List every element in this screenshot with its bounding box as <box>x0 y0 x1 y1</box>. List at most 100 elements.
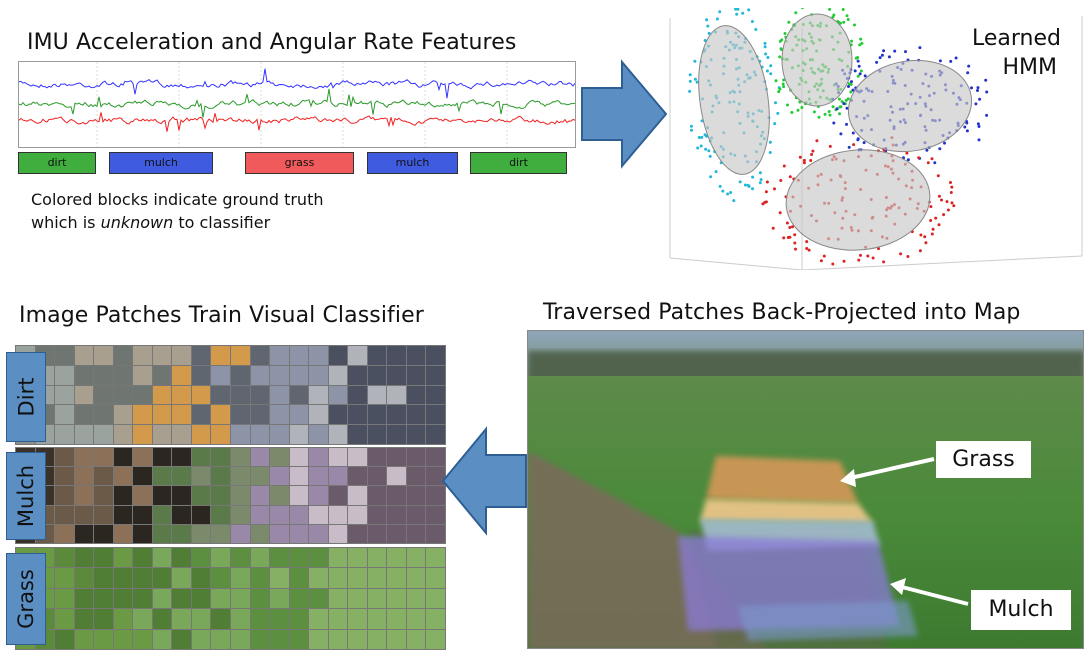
ground-truth-block-dirt: dirt <box>18 152 96 174</box>
hmm-point <box>768 151 772 154</box>
image-patch <box>152 448 172 467</box>
hmm-point <box>779 47 783 51</box>
callout-grass: Grass <box>936 441 1031 478</box>
image-patch <box>309 365 328 385</box>
image-patch <box>211 629 230 649</box>
hmm-point <box>831 105 835 109</box>
image-patch <box>74 568 94 588</box>
image-patch <box>426 425 445 444</box>
hmm-point <box>718 184 722 188</box>
image-patch <box>367 385 387 405</box>
image-patch <box>426 548 445 568</box>
hmm-point <box>851 131 855 135</box>
image-patch <box>367 524 387 543</box>
image-patch <box>270 609 289 629</box>
image-patch <box>133 629 152 649</box>
hmm-point <box>923 235 927 239</box>
hmm-point <box>765 180 769 184</box>
tab-label: Dirt <box>14 377 38 417</box>
imu-signal-line <box>18 68 576 99</box>
caption-line-2: which is unknown to classifier <box>31 211 323 234</box>
hmm-point <box>774 79 778 83</box>
hmm-point <box>842 102 846 106</box>
image-patch <box>426 467 445 486</box>
image-patch <box>172 548 191 568</box>
image-patch <box>211 385 230 405</box>
caption-emphasis: unknown <box>100 213 174 232</box>
hmm-point <box>741 11 745 15</box>
hmm-point <box>950 185 954 189</box>
image-patch <box>152 467 172 486</box>
image-patch <box>348 385 367 405</box>
hmm-point <box>882 49 886 53</box>
hmm-point <box>875 60 879 64</box>
hmm-gaussian-ellipse <box>785 149 931 251</box>
ground-truth-caption: Colored blocks indicate ground truth whi… <box>31 188 323 234</box>
hmm-point <box>817 115 821 119</box>
image-patch <box>74 524 94 543</box>
hmm-point <box>837 97 841 101</box>
hmm-point <box>815 139 819 143</box>
image-patch <box>230 405 250 425</box>
hmm-point <box>905 151 909 155</box>
hmm-point <box>933 161 937 165</box>
hmm-point <box>963 125 967 129</box>
image-patch <box>367 346 387 365</box>
tab-dirt: Dirt <box>6 352 46 442</box>
image-patch <box>55 629 74 649</box>
image-patch <box>348 568 367 588</box>
image-patch <box>367 365 387 385</box>
image-patch <box>406 486 426 505</box>
image-patch <box>387 548 406 568</box>
image-patch <box>250 425 270 444</box>
image-patch <box>426 448 445 467</box>
image-patch <box>426 505 445 524</box>
image-patch <box>270 505 289 524</box>
hmm-point <box>856 59 860 63</box>
map-title: Traversed Patches Back-Projected into Ma… <box>543 300 1021 325</box>
hmm-point <box>690 128 693 132</box>
image-patch <box>133 448 152 467</box>
image-patch <box>328 609 348 629</box>
hmm-point <box>918 249 922 253</box>
hmm-point <box>839 132 843 136</box>
image-patch <box>94 588 113 609</box>
hmm-point <box>842 259 846 263</box>
image-patch <box>328 448 348 467</box>
hmm-label-line: HMM <box>1002 55 1057 80</box>
image-patch <box>113 629 133 649</box>
image-patch <box>250 405 270 425</box>
image-patch <box>55 467 74 486</box>
hmm-point <box>845 122 848 126</box>
hmm-point <box>750 20 754 23</box>
hmm-point <box>856 74 860 78</box>
image-patch <box>191 346 211 365</box>
image-patch <box>289 365 309 385</box>
image-patch <box>348 365 367 385</box>
hmm-point <box>743 183 747 187</box>
image-patch <box>367 486 387 505</box>
hmm-point <box>847 85 850 88</box>
image-patch <box>191 548 211 568</box>
arrow-left-icon <box>441 426 527 536</box>
hmm-point <box>849 90 853 94</box>
hmm-point <box>791 225 794 229</box>
image-patch <box>113 505 133 524</box>
image-patch <box>328 467 348 486</box>
image-patch <box>387 588 406 609</box>
image-patch <box>289 588 309 609</box>
image-patch <box>309 505 328 524</box>
image-patch <box>328 405 348 425</box>
hmm-point <box>984 78 988 82</box>
image-patch <box>74 385 94 405</box>
hmm-point <box>761 202 765 206</box>
image-patch <box>387 609 406 629</box>
hmm-point <box>807 248 811 252</box>
hmm-point <box>714 170 718 174</box>
hmm-point <box>688 79 692 83</box>
image-patch <box>289 448 309 467</box>
caption-line-1: Colored blocks indicate ground truth <box>31 190 324 209</box>
hmm-point <box>805 247 809 250</box>
image-patch <box>328 588 348 609</box>
block-label: dirt <box>509 156 528 169</box>
